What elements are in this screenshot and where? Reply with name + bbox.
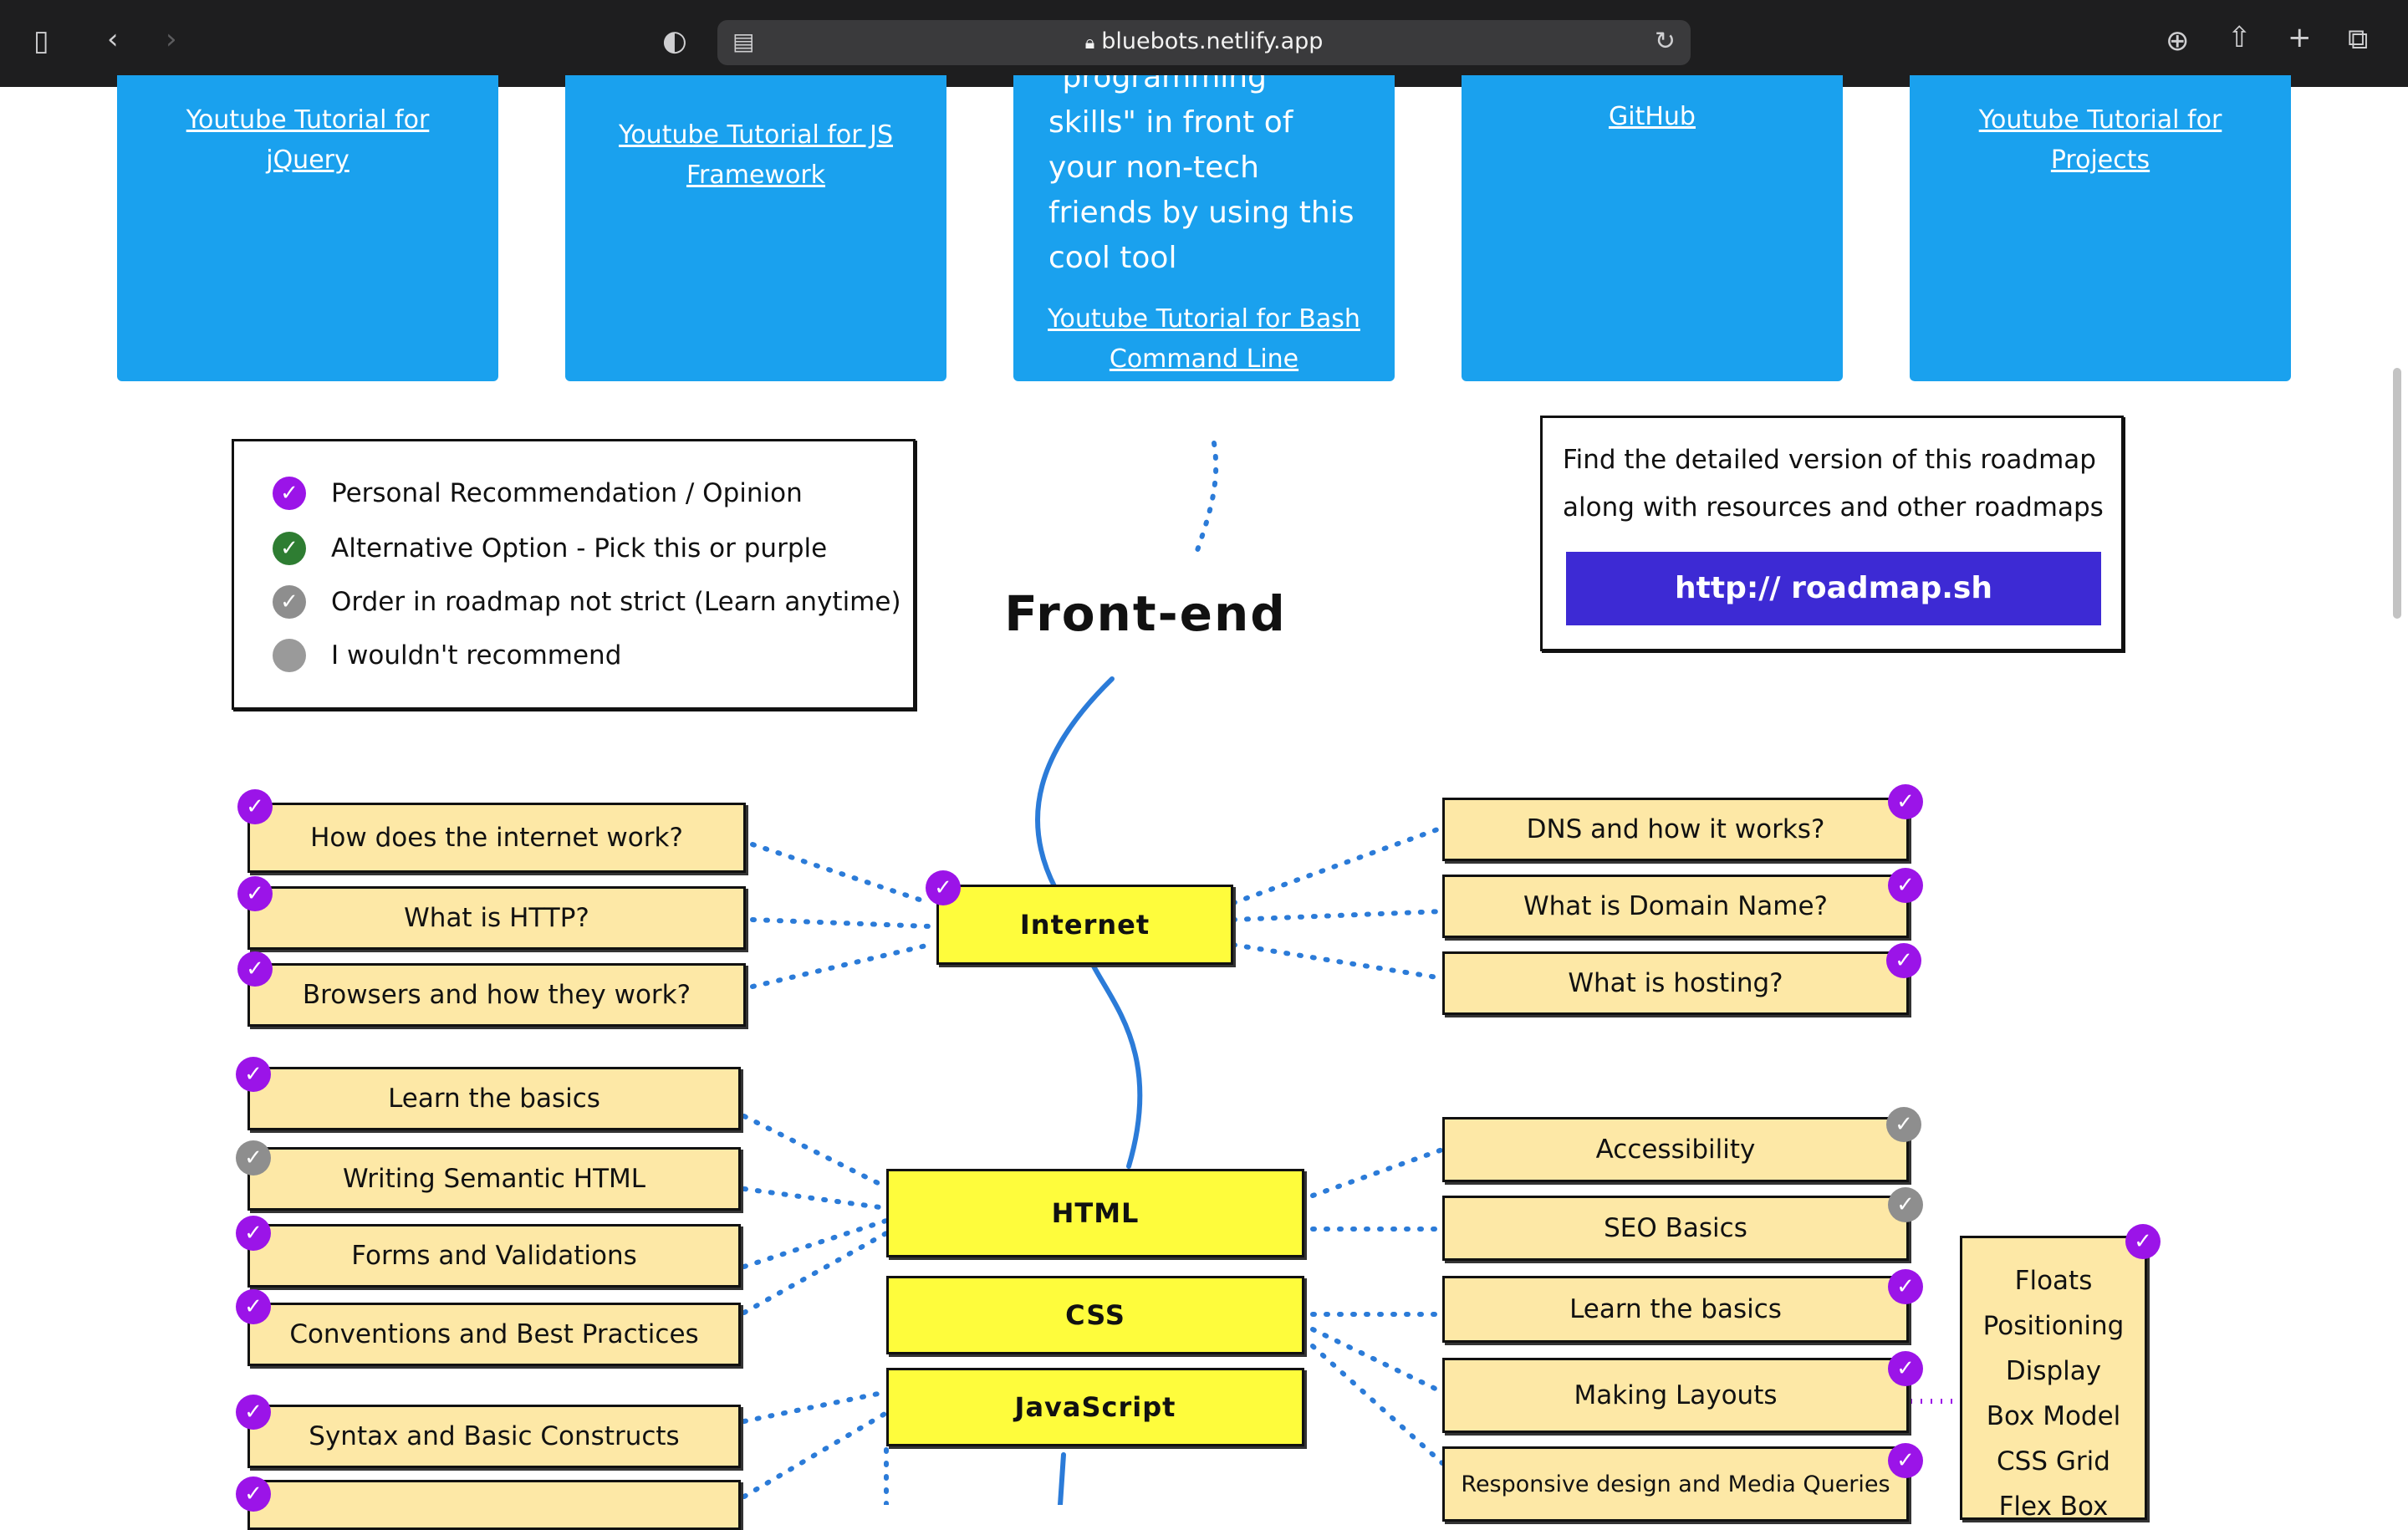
card-text: "programming skills" in front of your no… bbox=[1048, 75, 1354, 275]
check-icon: ✓ bbox=[1886, 943, 1921, 978]
list-item[interactable]: Flex Box bbox=[1998, 1492, 2109, 1522]
list-item[interactable]: Floats bbox=[2014, 1266, 2093, 1296]
topic-node[interactable]: What is Domain Name? bbox=[1442, 875, 1909, 938]
check-icon: ✓ bbox=[236, 1395, 271, 1430]
topic-node[interactable]: SEO Basics bbox=[1442, 1196, 1909, 1261]
check-icon: ✓ bbox=[273, 477, 306, 510]
back-icon[interactable]: ‹ bbox=[107, 23, 119, 56]
card-link[interactable]: Youtube Tutorial for Bash Command Line bbox=[1048, 304, 1360, 374]
check-icon: ✓ bbox=[1888, 784, 1923, 819]
check-icon: ✓ bbox=[237, 951, 273, 987]
list-item[interactable]: Display bbox=[2005, 1356, 2102, 1386]
info-box: Find the detailed version of this roadma… bbox=[1540, 416, 2124, 651]
shield-icon[interactable]: ◐ bbox=[662, 24, 687, 58]
legend-label: Personal Recommendation / Opinion bbox=[331, 478, 803, 508]
topic-node[interactable]: What is HTTP? bbox=[247, 886, 746, 950]
check-icon: ✓ bbox=[236, 1476, 271, 1512]
browser-toolbar: ▯ ‹ › ◐ ▤ 🔒︎ bluebots.netlify.app ↻ ⊕ ⇧ +… bbox=[0, 0, 2408, 87]
check-icon: ✓ bbox=[236, 1140, 271, 1176]
sidebar-icon[interactable]: ▯ bbox=[33, 24, 49, 58]
legend-label: Order in roadmap not strict (Learn anyti… bbox=[331, 587, 901, 617]
spine-line bbox=[1034, 676, 1115, 890]
topic-node[interactable]: Writing Semantic HTML bbox=[247, 1147, 741, 1211]
resource-card: Youtube Tutorial for Projects bbox=[1910, 75, 2291, 381]
spine-line bbox=[1089, 959, 1143, 1169]
check-icon: ✓ bbox=[1888, 1351, 1923, 1386]
reader-icon[interactable]: ▤ bbox=[732, 28, 755, 55]
card-link[interactable]: Youtube Tutorial for JS Framework bbox=[618, 120, 894, 190]
node-html[interactable]: HTML bbox=[886, 1169, 1304, 1257]
topic-node[interactable]: Conventions and Best Practices bbox=[247, 1303, 741, 1366]
share-icon[interactable]: ⇧ bbox=[2227, 21, 2252, 54]
topic-node[interactable]: Forms and Validations bbox=[247, 1224, 741, 1288]
node-internet[interactable]: Internet bbox=[936, 885, 1233, 965]
forward-icon[interactable]: › bbox=[166, 23, 177, 56]
check-icon: ✓ bbox=[1888, 1443, 1923, 1478]
legend-item: ✓ Personal Recommendation / Opinion bbox=[273, 475, 803, 512]
reload-icon[interactable]: ↻ bbox=[1654, 27, 1676, 56]
tabs-icon[interactable]: ⧉ bbox=[2348, 23, 2369, 56]
check-icon: ✓ bbox=[237, 789, 273, 824]
lock-icon: 🔒︎ bbox=[1084, 33, 1095, 54]
topic-node[interactable]: Syntax and Basic Constructs bbox=[247, 1405, 741, 1468]
topic-node[interactable]: Making Layouts bbox=[1442, 1358, 1909, 1433]
topic-node[interactable]: How does the internet work? bbox=[247, 803, 746, 873]
check-icon: ✓ bbox=[1888, 1269, 1923, 1304]
card-link[interactable]: Youtube Tutorial for Projects bbox=[1978, 105, 2222, 175]
card-link[interactable]: Youtube Tutorial for jQuery bbox=[186, 105, 430, 175]
legend-item: ✓ Alternative Option - Pick this or purp… bbox=[273, 530, 827, 567]
resource-card: Youtube Tutorial for JS Framework bbox=[565, 75, 946, 381]
list-item[interactable]: CSS Grid bbox=[1997, 1446, 2110, 1476]
resource-card: GitHub bbox=[1462, 75, 1843, 381]
legend-label: I wouldn't recommend bbox=[331, 640, 622, 671]
resource-card: "programming skills" in front of your no… bbox=[1013, 75, 1395, 381]
check-icon: ✓ bbox=[237, 876, 273, 911]
topic-node[interactable]: Browsers and how they work? bbox=[247, 963, 746, 1027]
legend-label: Alternative Option - Pick this or purple bbox=[331, 533, 828, 564]
check-icon: ✓ bbox=[273, 585, 306, 619]
legend-item: I wouldn't recommend bbox=[273, 637, 621, 674]
node-css[interactable]: CSS bbox=[886, 1276, 1304, 1354]
spine-line bbox=[1058, 1452, 1066, 1505]
roadmap-link-button[interactable]: http:// roadmap.sh bbox=[1566, 552, 2101, 625]
legend-box: ✓ Personal Recommendation / Opinion ✓ Al… bbox=[232, 439, 916, 710]
topic-node[interactable]: DNS and how it works? bbox=[1442, 798, 1909, 861]
check-icon: ✓ bbox=[1886, 1107, 1921, 1142]
circle-icon bbox=[273, 639, 306, 672]
check-icon: ✓ bbox=[236, 1057, 271, 1092]
check-icon: ✓ bbox=[1888, 868, 1923, 903]
card-link[interactable]: GitHub bbox=[1609, 102, 1696, 131]
check-icon: ✓ bbox=[273, 532, 306, 565]
list-item[interactable]: Positioning bbox=[1982, 1311, 2125, 1341]
check-icon: ✓ bbox=[926, 870, 961, 905]
check-icon: ✓ bbox=[236, 1216, 271, 1251]
info-text: Find the detailed version of this roadma… bbox=[1563, 445, 2104, 523]
topic-node[interactable]: Accessibility bbox=[1442, 1117, 1909, 1182]
topic-node[interactable]: Learn the basics bbox=[1442, 1276, 1909, 1343]
address-bar[interactable]: ▤ 🔒︎ bluebots.netlify.app ↻ bbox=[717, 20, 1691, 65]
legend-item: ✓ Order in roadmap not strict (Learn any… bbox=[273, 584, 901, 620]
topic-node[interactable]: Responsive design and Media Queries bbox=[1442, 1446, 1909, 1522]
node-javascript[interactable]: JavaScript bbox=[886, 1368, 1304, 1446]
resource-card: Youtube Tutorial for jQuery bbox=[117, 75, 498, 381]
url-text: bluebots.netlify.app bbox=[1101, 28, 1324, 54]
scrollbar[interactable] bbox=[2393, 368, 2401, 619]
roadmap-title: Front-end bbox=[1004, 585, 1287, 642]
topic-node[interactable]: What is hosting? bbox=[1442, 951, 1909, 1015]
topic-node[interactable] bbox=[247, 1480, 741, 1530]
layouts-list: Floats Positioning Display Box Model CSS… bbox=[1960, 1236, 2147, 1522]
check-icon: ✓ bbox=[1888, 1187, 1923, 1222]
check-icon: ✓ bbox=[236, 1289, 271, 1324]
list-item[interactable]: Box Model bbox=[1986, 1401, 2121, 1431]
topic-node[interactable]: Learn the basics bbox=[247, 1067, 741, 1130]
new-tab-icon[interactable]: + bbox=[2288, 21, 2312, 54]
download-icon[interactable]: ⊕ bbox=[2166, 24, 2190, 58]
check-icon: ✓ bbox=[2125, 1224, 2161, 1259]
